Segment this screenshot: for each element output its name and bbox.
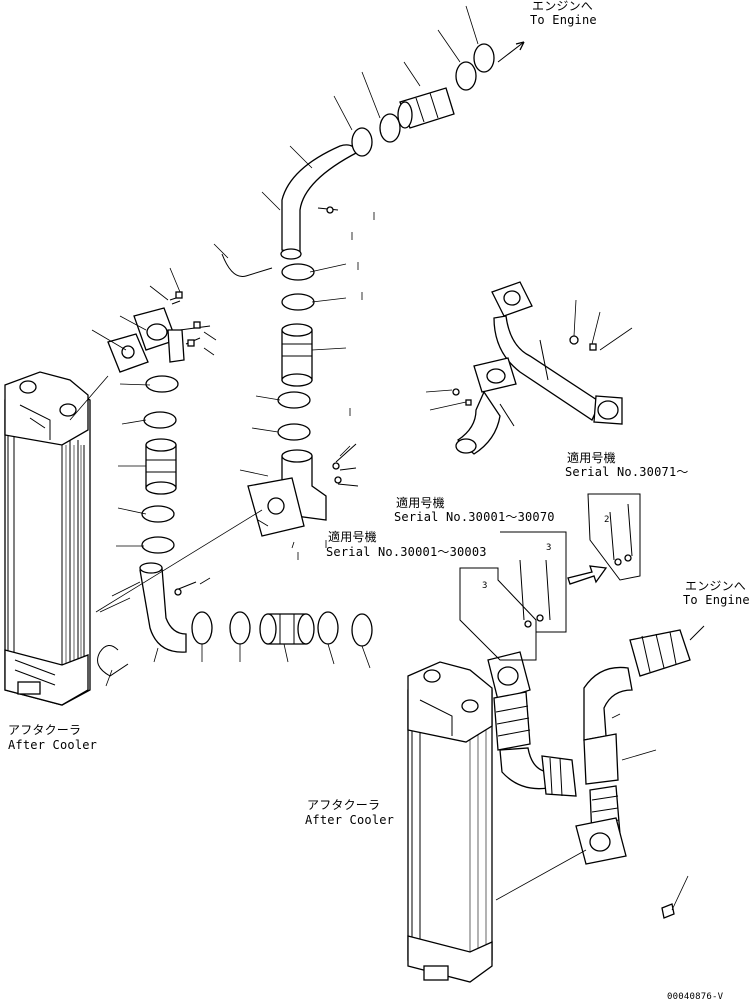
serial-note-c-jp: 適用号機 [567,451,616,465]
variant-box-30001-30003 [459,531,567,661]
hollow-arrow-icon [567,565,608,585]
after-cooler-right-label-jp: アフタクーラ [307,798,381,812]
serial-note-b-jp: 適用号機 [328,530,377,544]
serial-note-a-jp: 適用号機 [396,496,445,510]
top-piping-assembly [333,5,525,157]
after-cooler-left-label-jp: アフタクーラ [8,723,82,737]
to-engine-right-label-en: To Engine [683,593,750,607]
right-piping-assembly [487,625,705,919]
after-cooler-left [4,371,91,706]
after-cooler-right [407,661,493,983]
callout-3b: 3 [482,581,488,591]
to-engine-top-label-jp: エンジンへ [532,0,594,13]
to-engine-right-label-jp: エンジンへ [685,579,747,593]
variant-box-30071 [587,493,641,581]
callout-2: 2 [604,515,610,525]
after-cooler-left-label-en: After Cooler [8,738,98,752]
left-piping-assembly [69,267,373,687]
variant-pipe-30071 [425,281,633,455]
callout-3a: 3 [546,543,552,553]
serial-note-b-en: Serial No.30001～30003 [326,545,487,559]
after-cooler-right-label-en: After Cooler [305,813,395,827]
serial-note-c-en: Serial No.30071～ [565,465,689,479]
center-piping-assembly [95,144,359,613]
to-engine-top-label-en: To Engine [530,13,597,27]
drawing-code: 00040876-V [667,992,724,1002]
serial-note-a-en: Serial No.30001～30070 [394,510,555,524]
